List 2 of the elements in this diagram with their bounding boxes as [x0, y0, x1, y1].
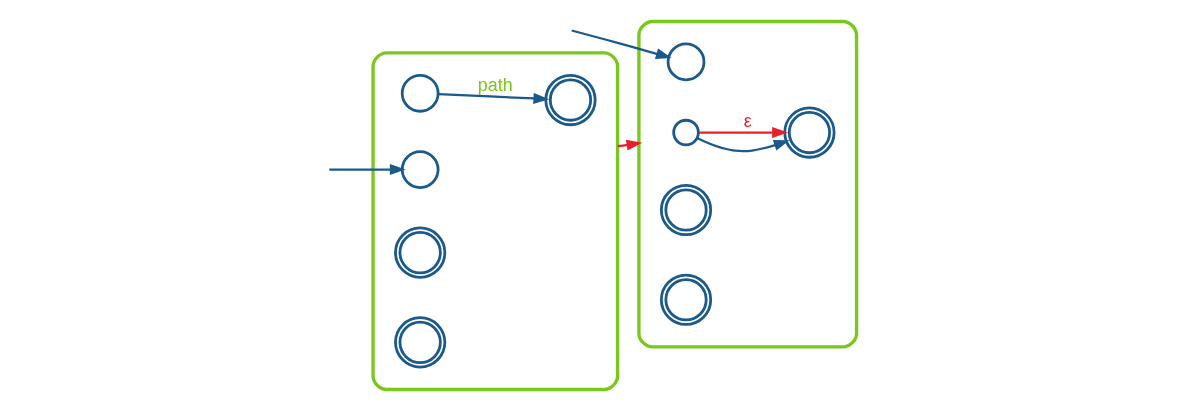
edge-label: path [477, 74, 513, 95]
edge-label: ε [743, 110, 752, 131]
